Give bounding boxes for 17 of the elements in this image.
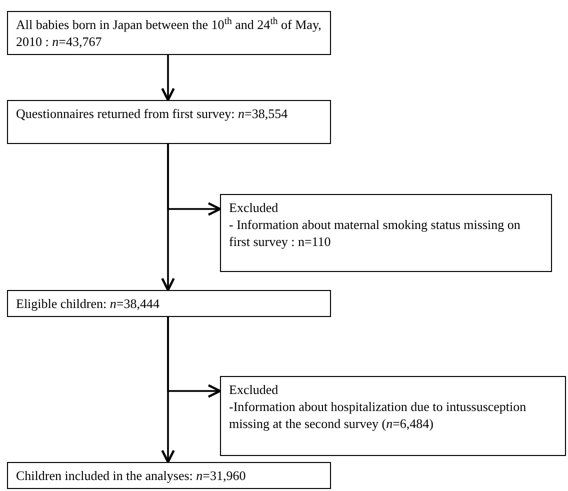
box-heading: Excluded: [229, 199, 280, 216]
box-text: -Information about hospitalization due to intussusception missing at the second survey (n=6,484): [229, 398, 528, 432]
arrow: [167, 144, 222, 216]
arrow: [167, 317, 222, 398]
box-text: Children included in the analyses: n=31,960: [16, 467, 247, 484]
process-box: [220, 376, 566, 456]
box-heading: Excluded: [229, 381, 280, 398]
arrow: [161, 55, 175, 102]
box-text: Questionnaires returned from first survey: n=38,554: [16, 105, 289, 122]
process-box: [7, 462, 331, 489]
box-text: Eligible children: n=38,444: [16, 295, 160, 312]
box-text: All babies born in Japan between the 10$^{th}$ and 24$^{th}$ of May, 2010 : n=43,767: [16, 16, 322, 50]
box-text: - Information about maternal smoking status missing on first survey : n=110: [229, 216, 522, 250]
process-box: [7, 11, 331, 55]
process-box: [7, 100, 331, 144]
process-box: [7, 290, 331, 317]
process-box: [220, 194, 552, 272]
